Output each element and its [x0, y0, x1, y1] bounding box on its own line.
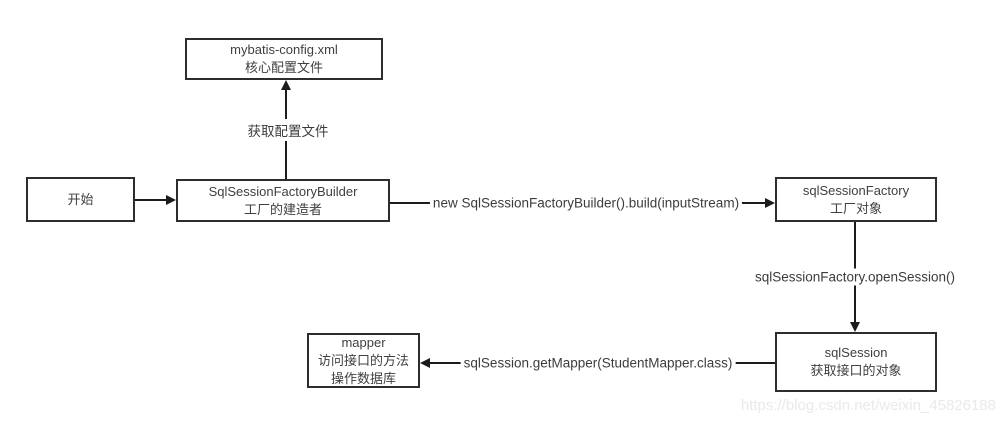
arrow-up-icon	[281, 80, 291, 90]
node-mybatis-config-title: mybatis-config.xml	[230, 42, 338, 57]
edge-label-get-config: 获取配置文件	[244, 119, 332, 141]
node-mapper-subtitle: 访问接口的方法	[317, 352, 409, 368]
watermark-url: https://blog.csdn.net/weixin_45826188	[740, 397, 996, 414]
node-sqlsessionfactory-subtitle: 工厂对象	[829, 200, 882, 216]
node-sqlsession: sqlSession 获取接口的对象	[775, 332, 937, 392]
arrow-right-icon	[166, 195, 176, 205]
node-sqlsession-subtitle: 获取接口的对象	[810, 363, 902, 378]
arrow-right-icon	[765, 198, 775, 208]
node-mapper-title: mapper	[341, 334, 386, 350]
edge-start-to-builder-line	[135, 199, 167, 201]
edge-label-get-mapper: sqlSession.getMapper(StudentMapper.class…	[460, 354, 736, 372]
node-sqlsessionfactory: sqlSessionFactory 工厂对象	[775, 177, 937, 222]
node-sqlsessionfactorybuilder-subtitle: 工厂的建造者	[243, 201, 322, 217]
node-start-title: 开始	[67, 191, 94, 207]
node-sqlsession-title: sqlSession	[824, 345, 888, 360]
node-mapper-subtitle2: 操作数据库	[330, 370, 396, 386]
node-mapper: mapper 访问接口的方法 操作数据库	[307, 333, 420, 388]
arrow-down-icon	[850, 322, 860, 332]
edge-label-open-session: sqlSessionFactory.openSession()	[751, 268, 959, 286]
arrow-left-icon	[420, 358, 430, 368]
node-sqlsessionfactorybuilder-title: SqlSessionFactoryBuilder	[208, 183, 358, 199]
node-start: 开始	[26, 177, 135, 222]
edge-label-build: new SqlSessionFactoryBuilder().build(inp…	[429, 194, 743, 212]
node-mybatis-config-subtitle: 核心配置文件	[244, 60, 323, 75]
node-mybatis-config: mybatis-config.xml 核心配置文件	[185, 38, 383, 80]
node-sqlsessionfactorybuilder: SqlSessionFactoryBuilder 工厂的建造者	[176, 179, 390, 222]
node-sqlsessionfactory-title: sqlSessionFactory	[802, 182, 910, 198]
